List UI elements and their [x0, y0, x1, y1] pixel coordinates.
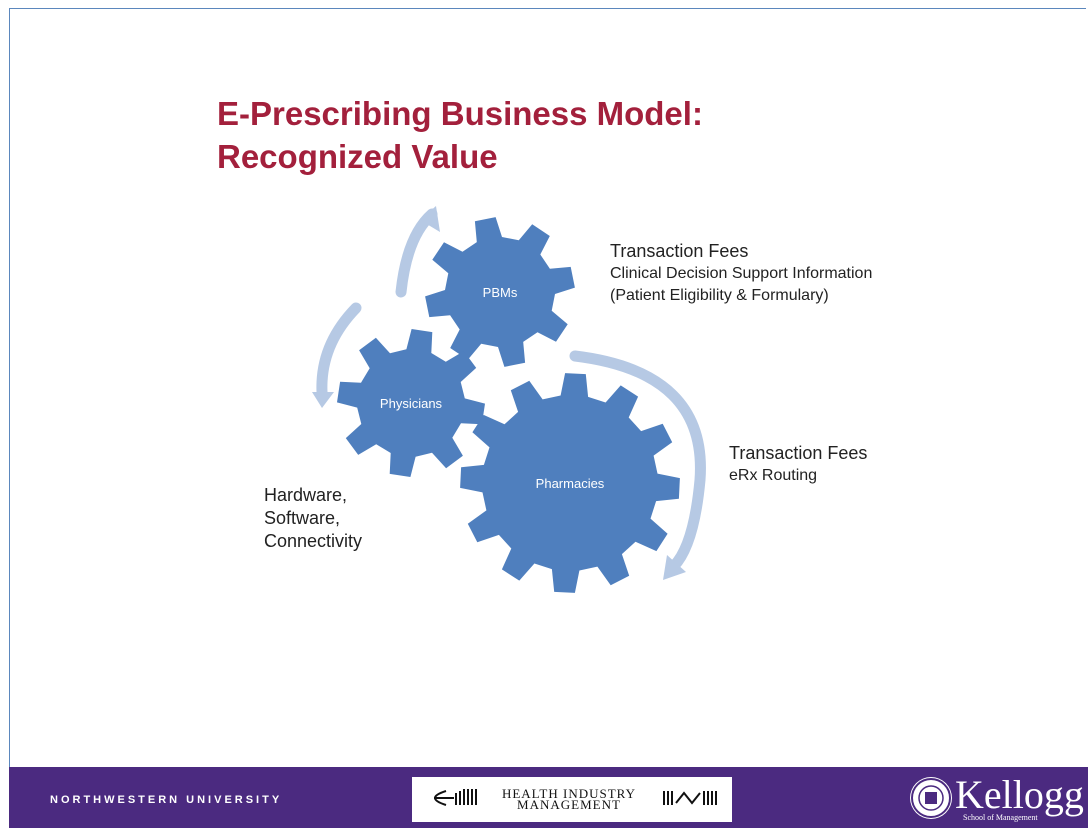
footer-bar: NORTHWESTERN UNIVERSITY HEALTH INDUSTRY … — [9, 767, 1088, 828]
gear-label-pbms: PBMs — [483, 285, 518, 300]
gear-label-pharmacies: Pharmacies — [536, 476, 605, 491]
pharmacy-value-line-2: eRx Routing — [729, 467, 818, 484]
arrow-physicians-to-pbms — [395, 208, 438, 298]
physician-value-line-2: Software, — [264, 508, 341, 528]
pbm-value-label: Transaction Fees Clinical Decision Suppo… — [610, 240, 872, 307]
arrow-physicians-to-pbms-head — [420, 206, 440, 232]
gear-pharmacies — [460, 373, 680, 593]
northwestern-seal-icon — [910, 777, 952, 819]
physician-value-line-1: Hardware, — [264, 485, 348, 505]
title-line-2: Recognized Value — [217, 138, 498, 175]
hmi-logo-text: HEALTH INDUSTRY MANAGEMENT — [484, 786, 654, 812]
gear-label-physicians: Physicians — [380, 396, 443, 411]
pharmacy-value-line-1: Transaction Fees — [729, 443, 868, 463]
arrow-pharmacies — [569, 350, 706, 572]
hmi-line-2: MANAGEMENT — [517, 797, 621, 812]
hmi-line-1: HEALTH INDUSTRY — [501, 786, 637, 801]
gear-pbms — [425, 217, 575, 367]
pharmacy-value-label: Transaction Fees eRx Routing — [729, 442, 867, 487]
hmi-logo: HEALTH INDUSTRY MANAGEMENT — [412, 777, 732, 822]
pbm-value-line-3: (Patient Eligibility & Formulary) — [610, 287, 829, 304]
gears-group — [337, 217, 680, 593]
arrow-pharmacies-head — [663, 555, 686, 580]
hmi-logo-graphic — [434, 789, 717, 806]
slide-title: E-Prescribing Business Model: Recognized… — [217, 92, 703, 178]
physician-value-line-3: Connectivity — [264, 531, 363, 551]
kellogg-subtitle: School of Management — [963, 813, 1038, 822]
arrow-pbms-to-physicians — [316, 302, 362, 398]
university-name: NORTHWESTERN UNIVERSITY — [50, 794, 283, 806]
slide-frame — [9, 8, 1086, 826]
seal-graphic — [911, 778, 951, 818]
title-line-1: E-Prescribing Business Model: — [217, 95, 703, 132]
kellogg-wordmark: Kellogg — [955, 772, 1084, 817]
physician-value-label: Hardware, Software, Connectivity — [264, 484, 362, 553]
pbm-value-line-2: Clinical Decision Support Information — [610, 265, 873, 282]
arrow-pbms-to-physicians-head — [312, 392, 334, 408]
pbm-value-line-1: Transaction Fees — [610, 241, 749, 261]
gear-physicians — [337, 329, 485, 477]
